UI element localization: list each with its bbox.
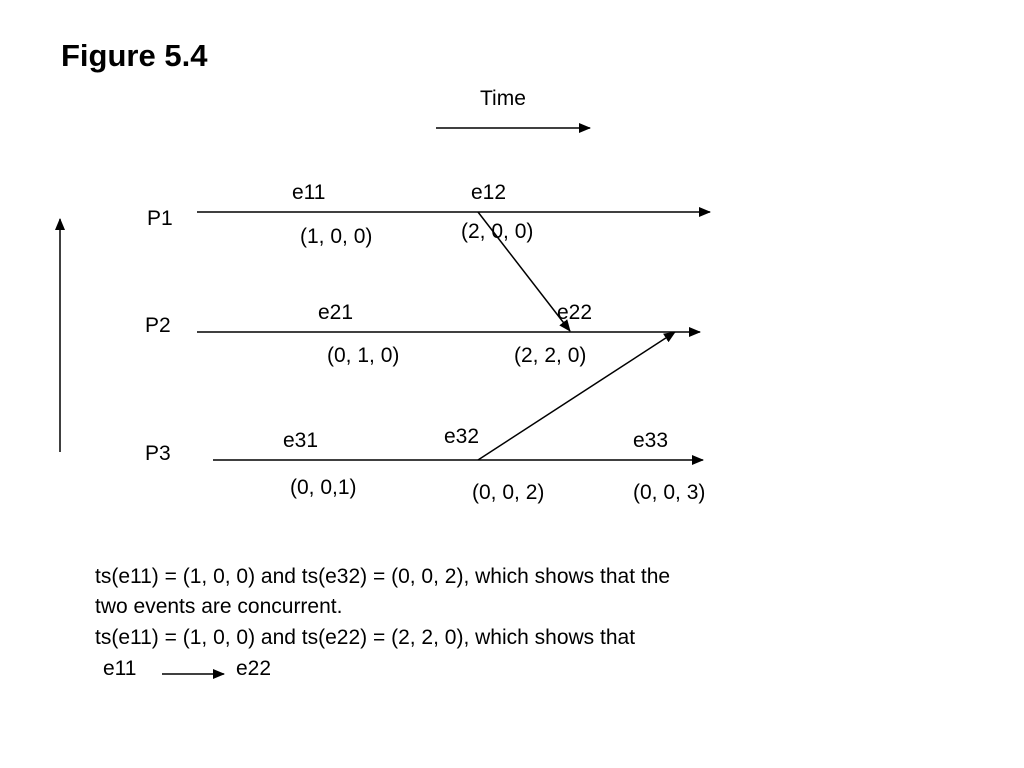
timestamp-e33: (0, 0, 3) xyxy=(633,481,706,504)
relation-to-label: e22 xyxy=(236,657,272,680)
explanation-line-1: ts(e11) = (1, 0, 0) and ts(e32) = (0, 0,… xyxy=(95,565,671,588)
figure-title: Figure 5.4 xyxy=(61,38,208,73)
message-e32-to-e22 xyxy=(477,331,676,461)
timestamp-e21: (0, 1, 0) xyxy=(327,344,400,367)
event-label-e22: e22 xyxy=(557,301,593,324)
relation-from-label: e11 xyxy=(103,657,137,680)
timestamp-e32: (0, 0, 2) xyxy=(472,481,545,504)
timestamp-e22: (2, 2, 0) xyxy=(514,344,587,367)
event-label-e11: e11 xyxy=(292,181,326,204)
event-label-e21: e21 xyxy=(318,301,354,324)
message-e12-to-e22 xyxy=(477,211,571,332)
timestamp-e31: (0, 0,1) xyxy=(290,476,357,499)
process-label-p2: P2 xyxy=(145,314,171,337)
timestamp-e12: (2, 0, 0) xyxy=(461,220,534,243)
event-label-e31: e31 xyxy=(283,429,319,452)
time-label: Time xyxy=(480,87,526,110)
event-label-e12: e12 xyxy=(471,181,507,204)
explanation-line-2: two events are concurrent. xyxy=(95,595,343,618)
process-label-p1: P1 xyxy=(147,207,173,230)
timestamp-e11: (1, 0, 0) xyxy=(300,225,373,248)
event-label-e32: e32 xyxy=(444,425,480,448)
process-label-p3: P3 xyxy=(145,442,171,465)
event-label-e33: e33 xyxy=(633,429,669,452)
explanation-line-3: ts(e11) = (1, 0, 0) and ts(e22) = (2, 2,… xyxy=(95,626,636,649)
